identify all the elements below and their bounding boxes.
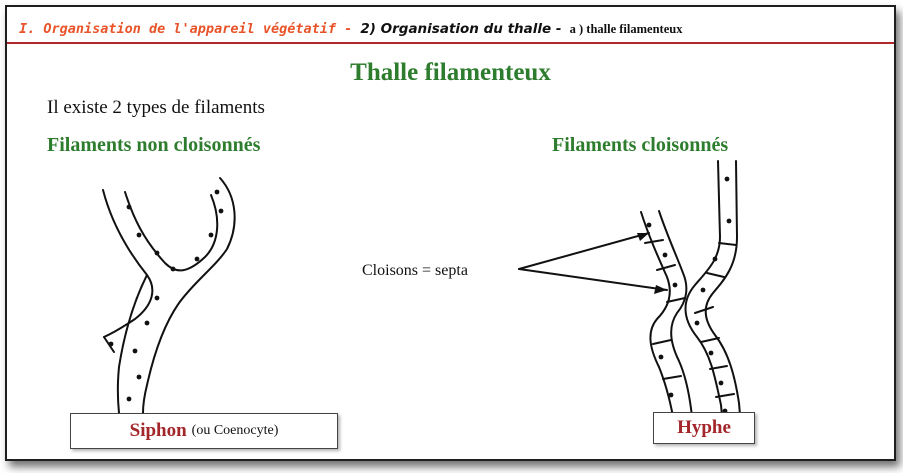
header-topic: a ) thalle filamenteux	[569, 22, 683, 36]
siphon-label: Siphon	[129, 420, 187, 441]
header-section: I. Organisation de l'appareil végétatif …	[19, 21, 353, 37]
header-rule	[7, 42, 894, 44]
coenocyte-label: (ou Coenocyte)	[191, 423, 279, 438]
slide-frame: I. Organisation de l'appareil végétatif …	[5, 5, 896, 461]
siphon-filament-drawing	[102, 177, 236, 414]
septa-arrows	[518, 232, 668, 291]
heading-non-septate: Filaments non cloisonnés	[47, 134, 261, 156]
siphon-label-box: Siphon (ou Coenocyte)	[70, 413, 338, 449]
filament-drawings	[102, 160, 742, 428]
hyphe-label: Hyphe	[677, 417, 731, 438]
header-subsection: 2) Organisation du thalle -	[360, 21, 562, 37]
heading-septate: Filaments cloisonnés	[552, 134, 729, 156]
arrowheads	[637, 233, 667, 294]
intro-text: Il existe 2 types de filaments	[47, 97, 265, 118]
hyphe-filament-drawing	[640, 160, 742, 428]
nuclei-dots	[108, 176, 732, 414]
septa-annotation: Cloisons = septa	[362, 262, 468, 279]
slide-title: Thalle filamenteux	[350, 59, 551, 86]
hyphe-label-box: Hyphe	[653, 412, 755, 444]
slide-header: I. Organisation de l'appareil végétatif …	[19, 21, 682, 37]
